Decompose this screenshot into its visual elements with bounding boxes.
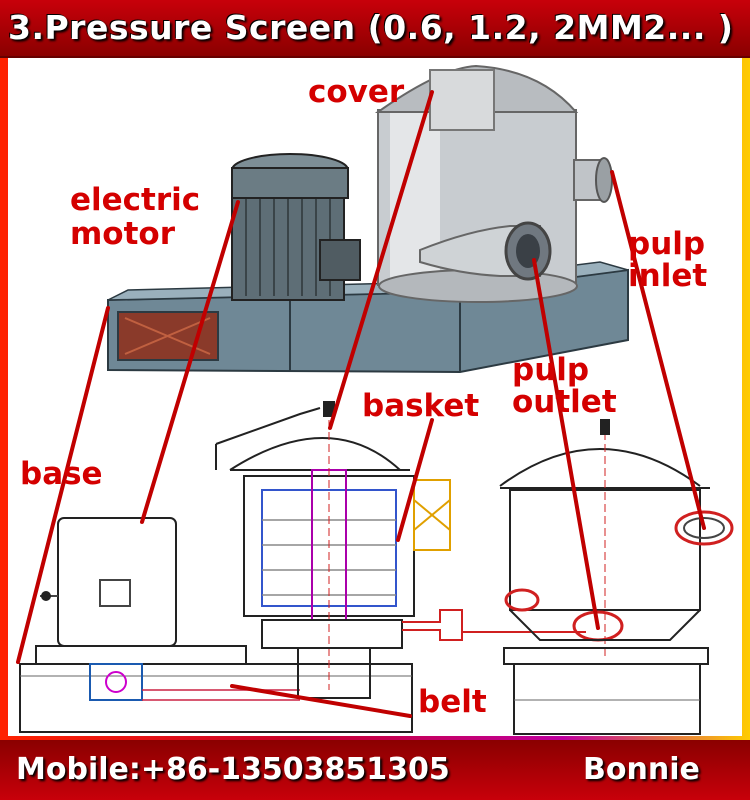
leader-base	[16, 306, 110, 664]
title-banner: 3.Pressure Screen (0.6, 1.2, 2MM2... )	[0, 0, 750, 58]
label-electric-motor-line2: motor	[70, 216, 176, 252]
contact-banner: Mobile:+86-13503851305 Bonnie	[0, 740, 750, 800]
label-electric-motor-line1: electric	[70, 182, 201, 218]
leader-pulp-inlet	[610, 170, 706, 530]
page-title: 3.Pressure Screen (0.6, 1.2, 2MM2... )	[8, 8, 734, 47]
machine-photo	[107, 64, 629, 374]
cad-screen-elevation	[499, 419, 734, 735]
contact-name: Bonnie	[583, 752, 700, 787]
leader-electric-motor	[140, 200, 240, 524]
leader-belt	[230, 684, 412, 718]
label-pulp-inlet-line1: pulp	[628, 226, 706, 262]
cad-motor-base	[19, 517, 413, 733]
label-pulp-outlet-line1: pulp	[512, 352, 590, 388]
contact-phone: Mobile:+86-13503851305	[16, 752, 450, 787]
label-belt: belt	[418, 684, 487, 720]
label-base: base	[20, 456, 103, 492]
cad-screen-section	[215, 401, 586, 699]
leader-lines	[16, 90, 706, 718]
label-basket: basket	[362, 388, 480, 424]
diagram-canvas	[8, 58, 742, 736]
label-cover: cover	[308, 74, 405, 110]
label-pulp-outlet-line2: outlet	[512, 384, 617, 420]
label-pulp-inlet-line2: inlet	[628, 258, 708, 294]
leader-basket	[396, 418, 434, 542]
leader-cover	[328, 90, 434, 430]
leader-pulp-outlet	[532, 258, 600, 630]
